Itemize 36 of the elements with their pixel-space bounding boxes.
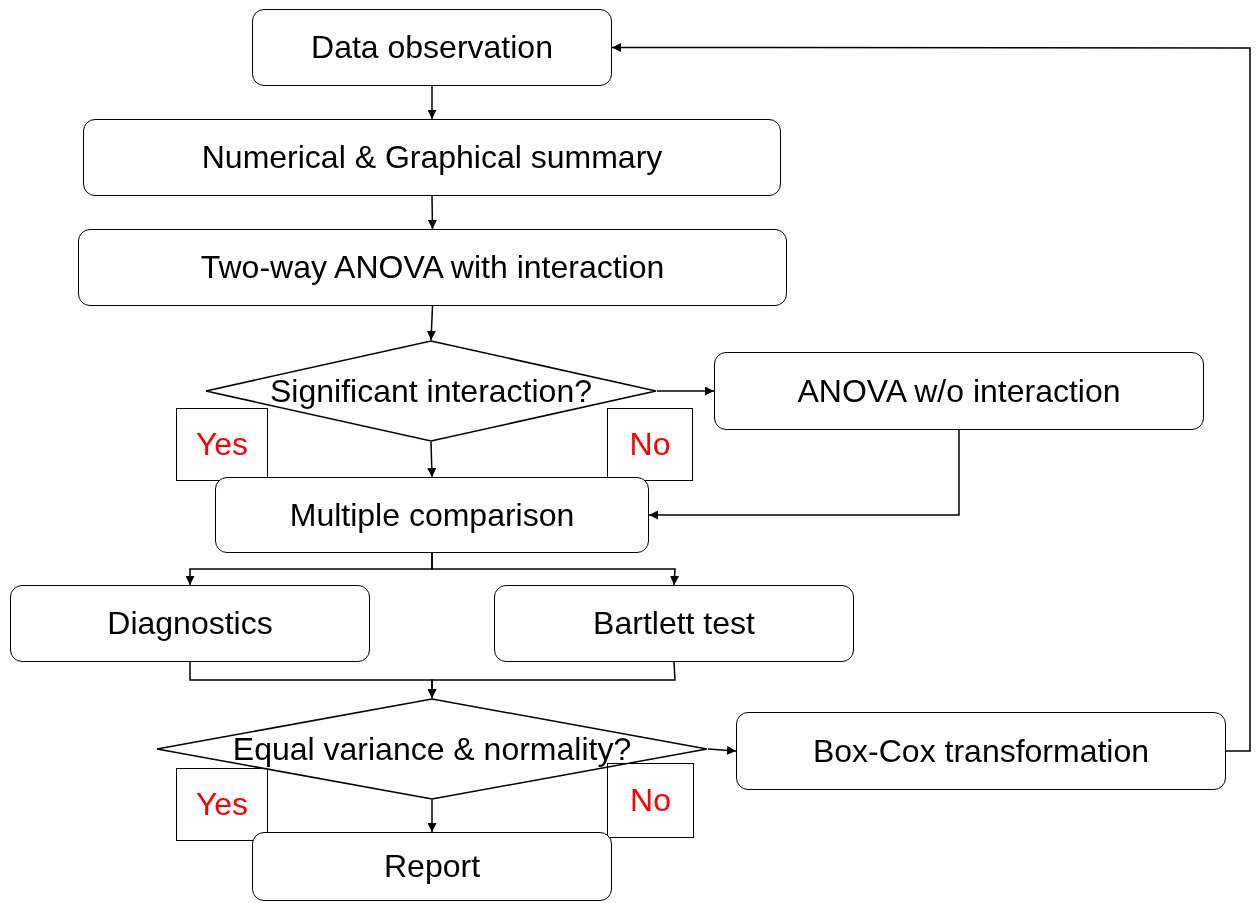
branch-label — [176, 768, 268, 841]
arrow — [427, 195, 437, 230]
node-text: Box-Cox transformation — [812, 732, 1150, 770]
process-box — [494, 585, 854, 662]
arrow — [427, 661, 676, 699]
node-text: Multiple comparison — [289, 496, 575, 534]
branch-text: Yes — [195, 786, 249, 823]
process-box — [252, 832, 612, 901]
node-text: Report — [383, 848, 480, 885]
arrow — [427, 441, 437, 478]
node-text: Two-way ANOVA with interaction — [200, 249, 665, 286]
arrow — [611, 43, 1251, 752]
node-text: Significant interaction? — [270, 372, 592, 410]
process-box — [252, 9, 612, 86]
process-box — [714, 352, 1204, 430]
arrow — [431, 552, 680, 586]
node-text: ANOVA w/o interaction — [797, 372, 1121, 410]
process-box — [78, 229, 787, 306]
arrow — [707, 745, 737, 755]
arrow — [656, 386, 715, 396]
process-box — [215, 477, 649, 553]
branch-text: No — [630, 782, 671, 819]
node-text: Bartlett test — [593, 605, 755, 642]
node-text: Diagnostics — [107, 605, 273, 642]
process-box — [736, 712, 1226, 790]
arrow — [426, 305, 436, 341]
node-text: Equal variance & normality? — [232, 730, 632, 768]
branch-text: No — [629, 426, 671, 463]
branch-text: Yes — [195, 426, 249, 463]
process-box — [10, 585, 370, 662]
arrow — [427, 799, 437, 833]
node-text: Numerical & Graphical summary — [201, 139, 663, 176]
node-text: Data observation — [311, 29, 553, 66]
arrow — [648, 429, 960, 520]
arrow — [427, 85, 437, 120]
process-box — [83, 119, 781, 196]
